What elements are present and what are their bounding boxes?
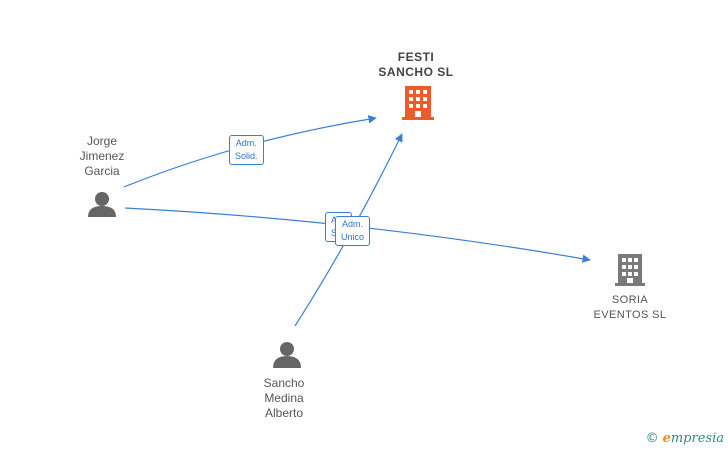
building-icon[interactable] xyxy=(615,254,645,286)
person-name-line: Medina xyxy=(264,391,304,405)
empresia-logo: ©empresia xyxy=(646,431,724,446)
edge-label-line: Adm. xyxy=(342,219,364,229)
edge-label-line: Solid. xyxy=(235,151,258,161)
edge-label-adm-solid[interactable]: Adm. Solid. xyxy=(229,135,264,165)
edge-label-line: Adm. xyxy=(235,138,257,148)
edge-label-line: S xyxy=(331,228,338,238)
company-label-soria-eventos[interactable]: SORIA EVENTOS SL xyxy=(580,293,680,323)
person-label-jorge[interactable]: Jorge Jimenez Garcia xyxy=(62,134,142,179)
edge-label-line: A xyxy=(331,215,338,225)
company-name-line: SANCHO SL xyxy=(378,65,454,79)
person-name-line: Alberto xyxy=(264,406,304,420)
edge-label-line: Unico xyxy=(341,232,365,242)
person-icon[interactable] xyxy=(88,192,116,217)
person-label-sancho[interactable]: Sancho Medina Alberto xyxy=(244,376,324,421)
building-icon[interactable] xyxy=(402,86,434,120)
person-name-line: Jimenez xyxy=(79,149,125,163)
company-name-line: FESTI xyxy=(397,50,435,64)
brand-initial: e xyxy=(662,431,671,446)
company-name-line: SORIA xyxy=(611,294,649,306)
edge-label-adm-unico[interactable]: Adm. Unico xyxy=(335,216,371,246)
person-name-line: Sancho xyxy=(263,376,305,390)
company-name-line: EVENTOS SL xyxy=(593,309,667,321)
person-icon[interactable] xyxy=(273,342,301,368)
person-name-line: Jorge xyxy=(86,134,118,148)
person-name-line: Garcia xyxy=(84,164,120,178)
copyright-symbol: © xyxy=(645,431,659,446)
company-label-festi-sancho[interactable]: FESTI SANCHO SL xyxy=(366,50,466,80)
brand-name: mpresia xyxy=(670,431,724,446)
